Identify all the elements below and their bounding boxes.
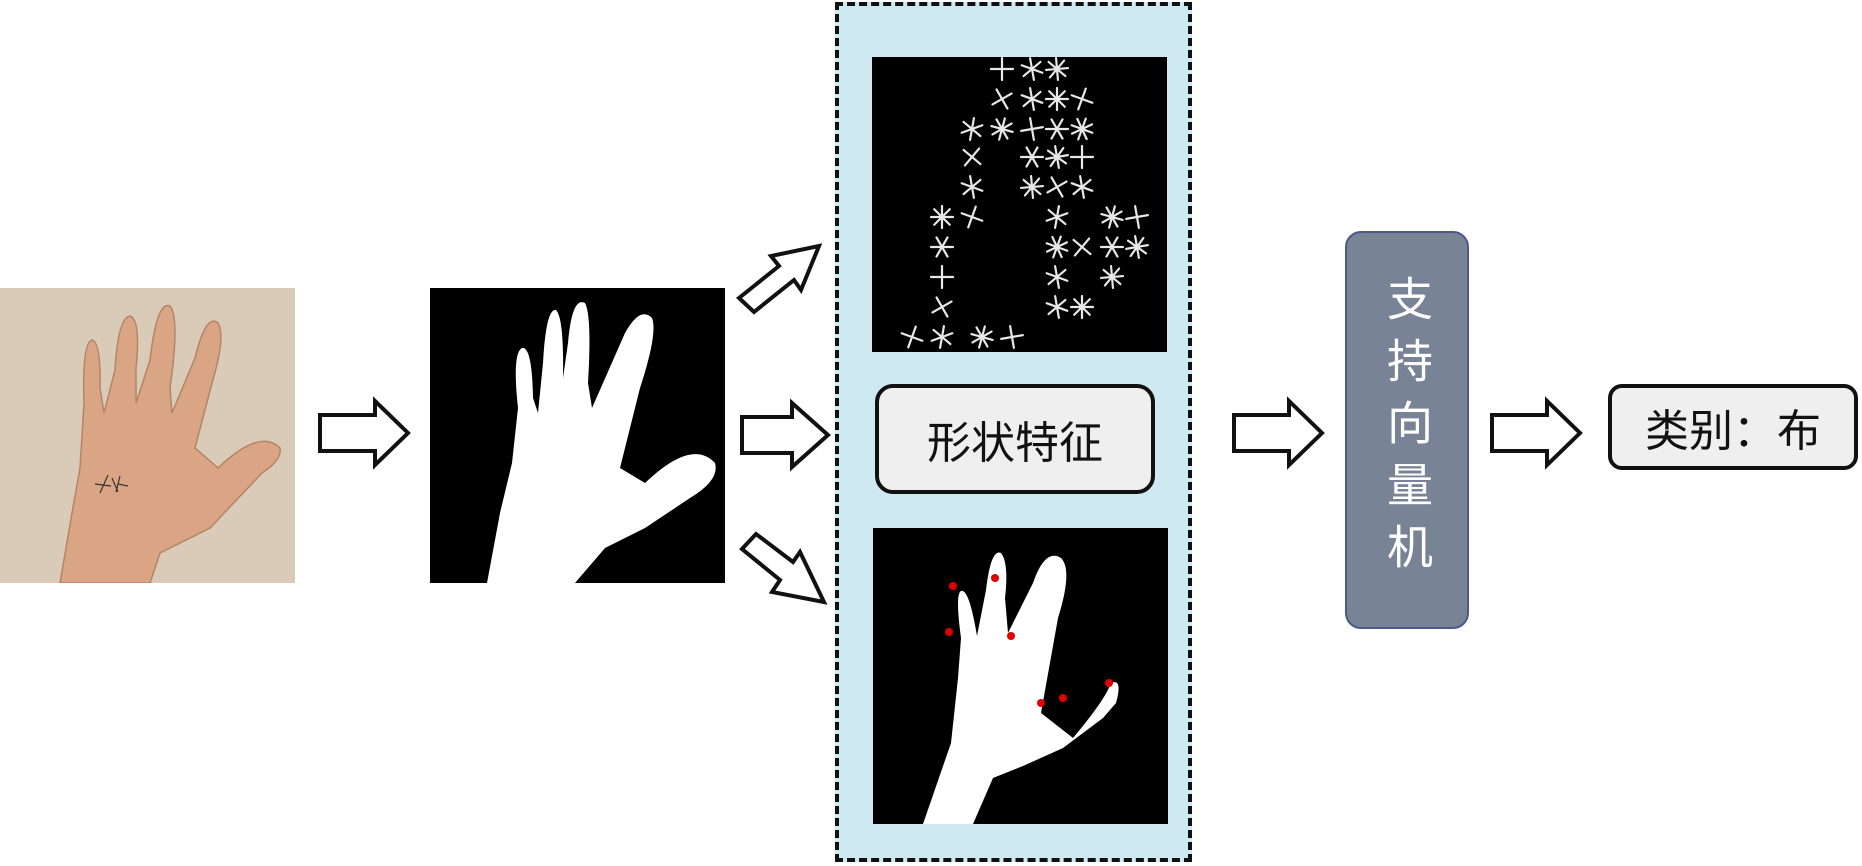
hog-cell-glyph bbox=[1100, 205, 1124, 229]
hog-cell-glyph bbox=[1070, 117, 1094, 141]
hog-cell-glyph bbox=[960, 205, 984, 229]
hog-cell-glyph bbox=[1044, 118, 1070, 140]
hog-cell-glyph bbox=[970, 325, 994, 349]
hog-cell-glyph bbox=[929, 236, 955, 258]
hog-cell-glyph bbox=[1045, 205, 1069, 229]
hog-cell-glyph bbox=[1019, 146, 1045, 168]
hog-cell-glyph bbox=[1046, 176, 1068, 198]
keypoint-marker bbox=[1105, 679, 1113, 687]
hog-cell-glyph bbox=[1125, 205, 1149, 229]
hog-cell-glyph bbox=[929, 264, 955, 290]
hog-cell-glyph bbox=[1072, 237, 1092, 257]
hog-cell-glyph bbox=[962, 147, 982, 167]
arrow-mask-to-contour bbox=[739, 531, 828, 605]
keypoint-marker bbox=[945, 628, 953, 636]
arrow-mask-to-hog bbox=[735, 243, 823, 315]
hog-cell-glyph bbox=[929, 204, 955, 230]
arrow-photo-to-mask bbox=[318, 396, 411, 470]
hog-cell-glyph bbox=[931, 296, 953, 318]
hog-feature-image bbox=[872, 57, 1167, 352]
hog-cell-glyph bbox=[1099, 264, 1125, 290]
hog-cell-glyph bbox=[900, 325, 924, 349]
arrow-mask-to-shape bbox=[740, 398, 832, 472]
keypoint-marker bbox=[1037, 699, 1045, 707]
svm-classifier-box: 支持向量机 bbox=[1345, 231, 1469, 629]
hog-cell-glyph bbox=[1044, 57, 1070, 82]
hog-cell-glyph bbox=[1125, 235, 1149, 259]
hog-cell-glyph bbox=[1000, 325, 1024, 349]
keypoint-contour-image bbox=[873, 528, 1168, 824]
shape-feature-label: 形状特征 bbox=[875, 384, 1155, 494]
keypoint-marker bbox=[1007, 632, 1015, 640]
hog-cell-glyph bbox=[1019, 174, 1045, 200]
hog-cell-glyph bbox=[1044, 86, 1070, 112]
hog-cell-glyph bbox=[991, 88, 1013, 110]
arrow-svm-to-result bbox=[1490, 396, 1583, 470]
hog-cell-glyph bbox=[1070, 87, 1094, 111]
hog-cell-glyph bbox=[960, 175, 984, 199]
hog-cell-glyph bbox=[1070, 175, 1094, 199]
hand-photo-image bbox=[0, 288, 295, 583]
hog-cell-glyph bbox=[1045, 295, 1069, 319]
hog-cell-glyph bbox=[960, 117, 984, 141]
hog-cell-glyph bbox=[1099, 236, 1125, 258]
keypoint-marker bbox=[949, 582, 957, 590]
hog-cell-glyph bbox=[1045, 265, 1069, 289]
hog-cell-glyph bbox=[1020, 87, 1044, 111]
keypoint-marker bbox=[1059, 694, 1067, 702]
hog-cell-glyph bbox=[930, 325, 954, 349]
hog-cell-glyph bbox=[1045, 235, 1069, 259]
hand-mask-image bbox=[430, 288, 725, 583]
hog-cell-glyph bbox=[1069, 144, 1095, 170]
hog-cell-glyph bbox=[1020, 57, 1044, 81]
hog-cell-glyph bbox=[1069, 294, 1095, 320]
arrow-features-to-svm bbox=[1232, 396, 1325, 470]
hog-cell-glyph bbox=[990, 117, 1014, 141]
hog-cell-glyph bbox=[1020, 117, 1044, 141]
hog-cell-glyph bbox=[989, 57, 1015, 82]
svm-label: 支持向量机 bbox=[1380, 275, 1434, 585]
keypoint-marker bbox=[991, 574, 999, 582]
result-label: 类别：布 bbox=[1608, 384, 1858, 470]
hog-cell-glyph bbox=[1045, 145, 1069, 169]
